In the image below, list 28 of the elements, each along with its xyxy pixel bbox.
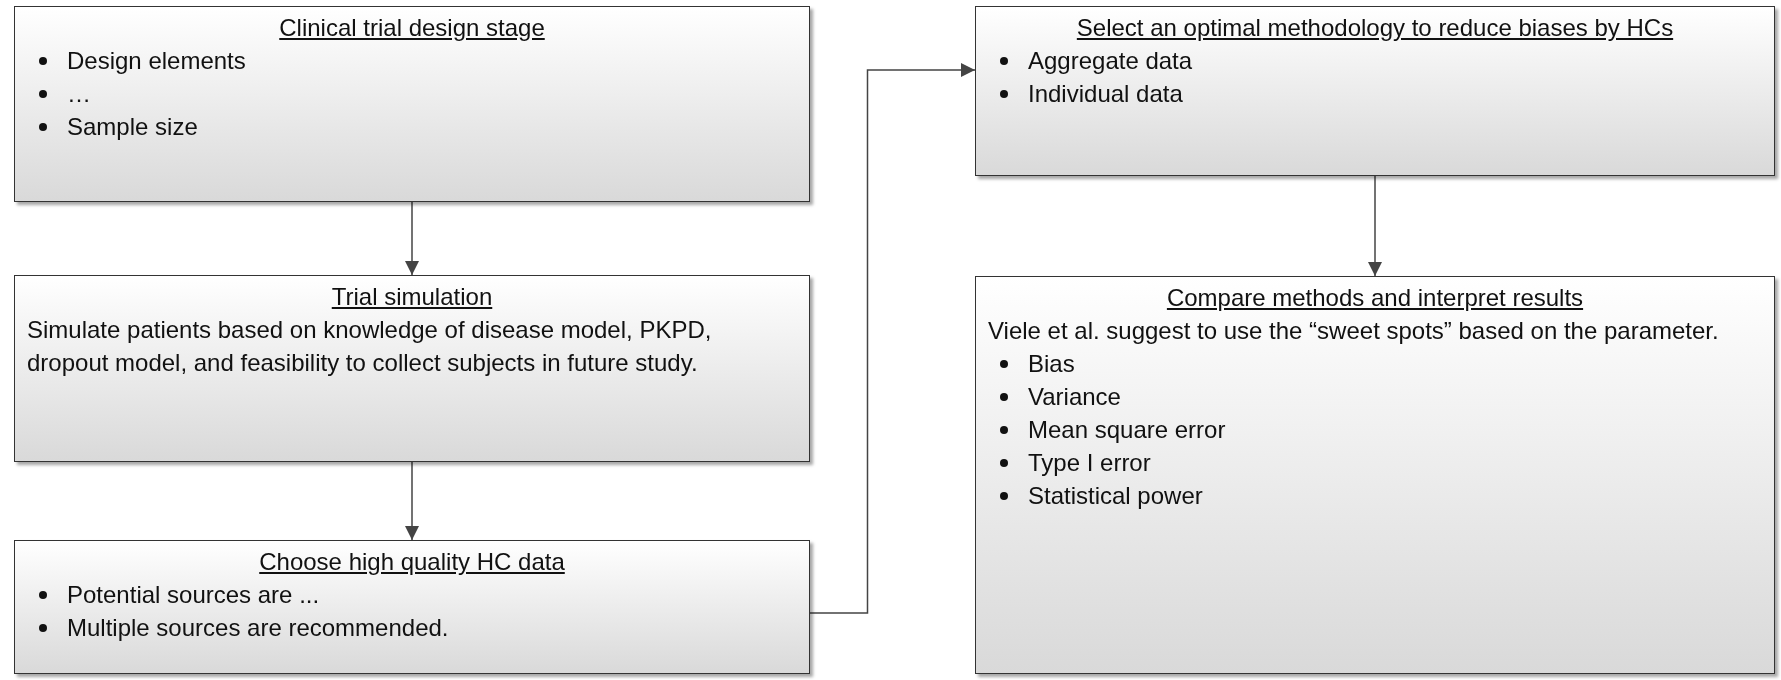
process-box bbox=[975, 276, 1775, 674]
bullet-text: Aggregate data bbox=[1028, 47, 1193, 74]
arrow bbox=[809, 63, 976, 614]
arrow bbox=[405, 201, 419, 276]
process-box bbox=[14, 275, 810, 462]
body-text: Viele et al. suggest to use the “sweet spots” based on the parameter. bbox=[988, 316, 1720, 346]
bullet-text: Variance bbox=[1028, 383, 1121, 410]
bullet-text: Type I error bbox=[1028, 449, 1151, 476]
process-box bbox=[14, 6, 810, 202]
bullet-text: Bias bbox=[1028, 350, 1075, 377]
bullet-text: Sample size bbox=[67, 113, 198, 140]
arrow bbox=[405, 461, 419, 541]
process-box bbox=[975, 6, 1775, 176]
bullet-text: Mean square error bbox=[1028, 416, 1226, 443]
bullet-text: Design elements bbox=[67, 47, 246, 74]
bullet-text: Individual data bbox=[1028, 80, 1183, 107]
box-heading: Clinical trial design stage bbox=[278, 13, 546, 43]
bullet-text: Multiple sources are recommended. bbox=[67, 614, 449, 641]
box-heading: Select an optimal methodology to reduce biases by HCs bbox=[1075, 13, 1675, 43]
box-heading: Compare methods and interpret results bbox=[1165, 283, 1585, 313]
bullet-text: Statistical power bbox=[1028, 482, 1203, 509]
body-text: Simulate patients based on knowledge of disease model, PKPD, dropout model, and feasibility to collect subjects in future study. bbox=[27, 315, 713, 378]
bullet-text: … bbox=[67, 80, 91, 107]
box-heading: Choose high quality HC data bbox=[258, 547, 566, 577]
bullet-text: Potential sources are ... bbox=[67, 581, 320, 608]
arrow bbox=[1368, 175, 1382, 277]
process-box bbox=[14, 540, 810, 674]
box-heading: Trial simulation bbox=[330, 282, 494, 312]
